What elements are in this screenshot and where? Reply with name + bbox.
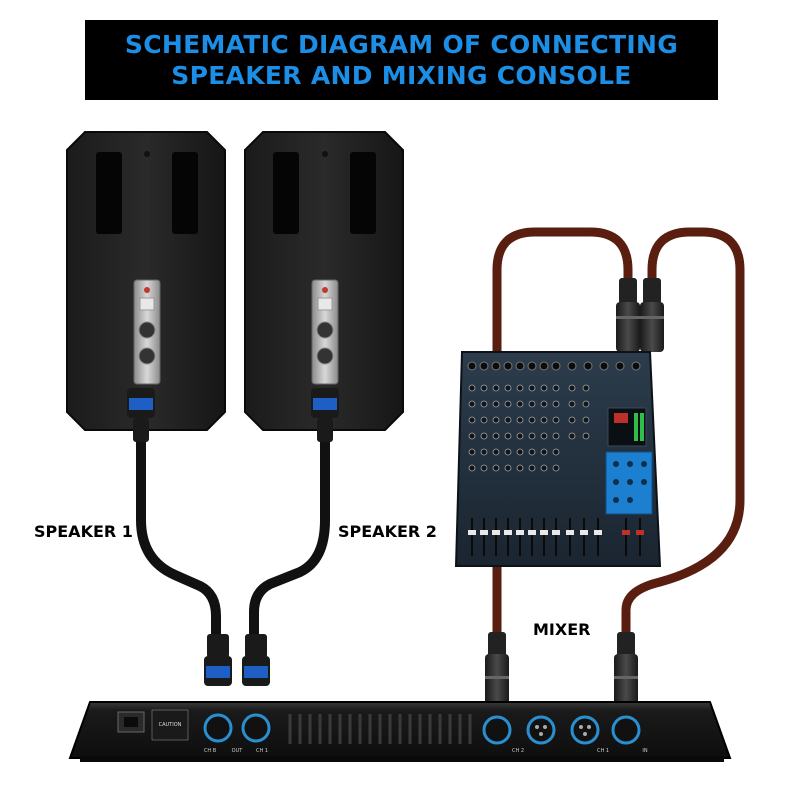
title-line-1: SCHEMATIC DIAGRAM OF CONNECTING [124, 30, 679, 59]
speaker-1-label: SPEAKER 1 [34, 522, 133, 541]
amp-input-in-label: IN [642, 748, 647, 754]
amp-output-ch-a-label: CH 1 [256, 748, 268, 754]
xlr-cable-1 [492, 227, 633, 645]
speakon-connector-icon [127, 388, 155, 442]
speakon-connector-icon [311, 388, 339, 442]
speakon-connector-icon [204, 634, 232, 686]
caution-label: CAUTION [159, 722, 182, 728]
mixer-icon [454, 351, 662, 567]
speaker-2 [244, 131, 404, 431]
title-line-2: SPEAKER AND MIXING CONSOLE [171, 61, 632, 90]
amp-input-ch1-label: CH 1 [597, 748, 609, 754]
speaker-1 [66, 131, 226, 431]
xlr-connector-icon [614, 632, 638, 706]
title-banner: SCHEMATIC DIAGRAM OF CONNECTING SPEAKER … [85, 20, 718, 100]
speaker-1-input-plate [133, 279, 161, 385]
amp-input-ch2-label: CH 2 [512, 748, 524, 754]
amp-output-ch-b-label: CH B [204, 748, 217, 754]
xlr-connector-icon [640, 278, 664, 352]
speaker-1-cable [136, 435, 221, 645]
amplifier: CAUTION CH B OUT CH 1 CH 2 CH 1 IN [68, 701, 732, 762]
mixer [454, 351, 662, 567]
speaker-2-cable [249, 435, 330, 645]
mixer-label: MIXER [533, 620, 591, 639]
speaker-2-label: SPEAKER 2 [338, 522, 437, 541]
xlr-connector-icon [485, 632, 509, 706]
amp-output-out-label: OUT [232, 748, 244, 754]
xlr-cable-2 [621, 227, 745, 645]
xlr-connector-icon [616, 278, 640, 352]
amplifier-icon [68, 701, 732, 762]
speaker-2-input-plate [311, 279, 339, 385]
speakon-connector-icon [242, 634, 270, 686]
